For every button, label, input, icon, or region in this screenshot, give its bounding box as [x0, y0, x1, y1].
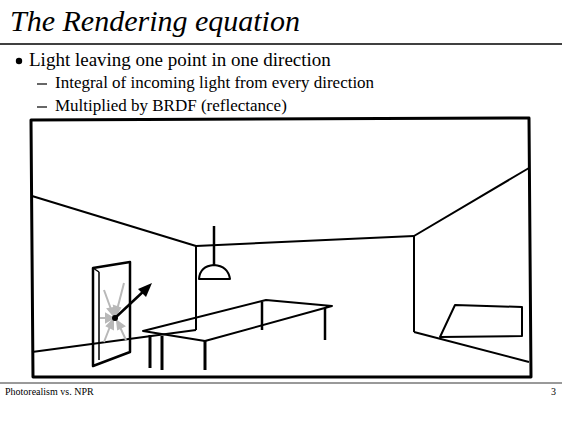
bullet-dot — [16, 58, 22, 64]
slide-title: The Rendering equation — [10, 4, 300, 39]
title-rule — [0, 43, 562, 45]
sub-bullet-text: Multiplied by BRDF (reflectance) — [55, 96, 287, 116]
footer-rule — [0, 383, 562, 384]
sub-bullet-text: Integral of incoming light from every di… — [55, 73, 374, 93]
outgoing-light-arrow — [112, 283, 152, 321]
page-number: 3 — [551, 386, 556, 398]
sub-bullet-dash — [37, 106, 47, 107]
room-drawing — [31, 118, 531, 377]
footer-text: Photorealism vs. NPR — [5, 386, 94, 398]
bullet-text: Light leaving one point in one direction — [29, 49, 331, 71]
sub-bullet-dash — [37, 83, 47, 84]
